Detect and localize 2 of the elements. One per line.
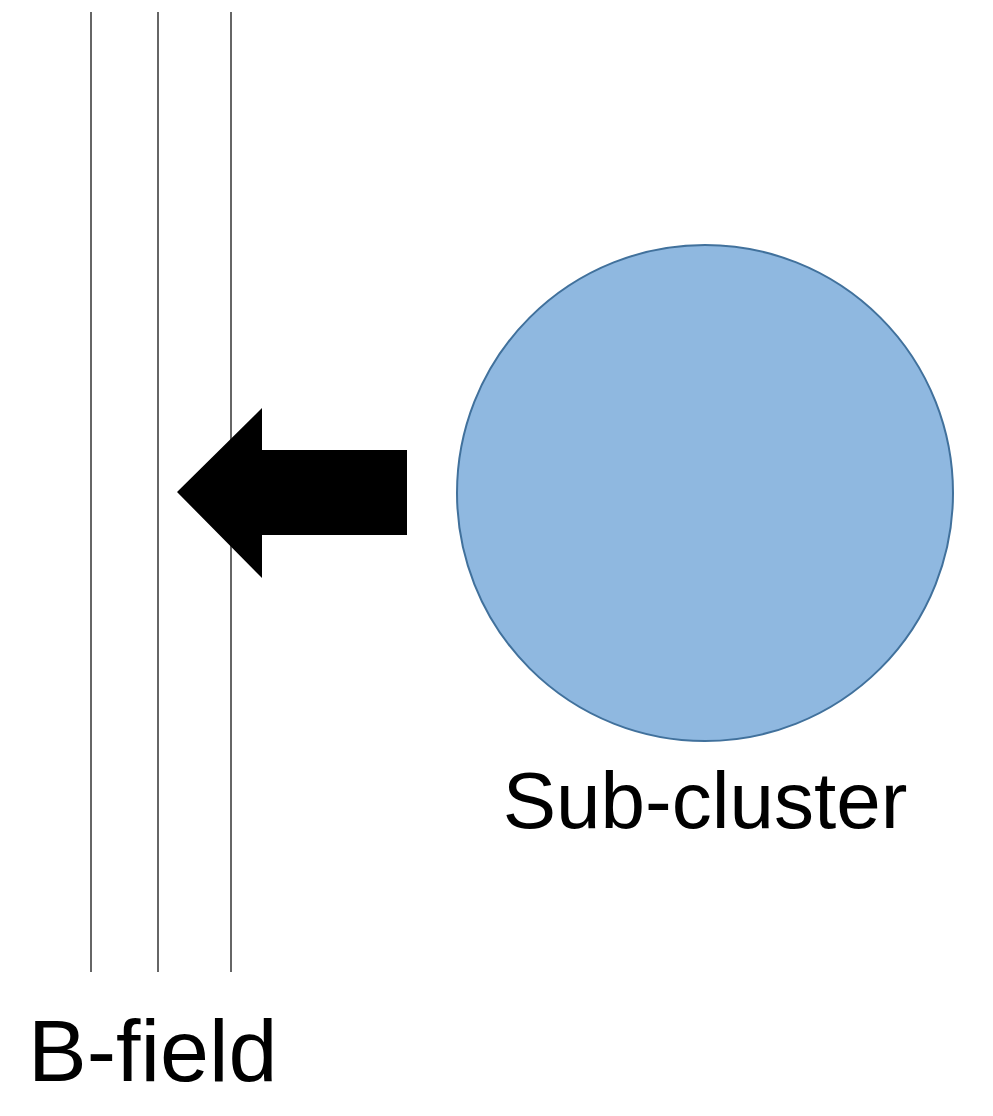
- node-label: Sub-cluster: [502, 756, 908, 845]
- field-label: B-field: [28, 1000, 278, 1102]
